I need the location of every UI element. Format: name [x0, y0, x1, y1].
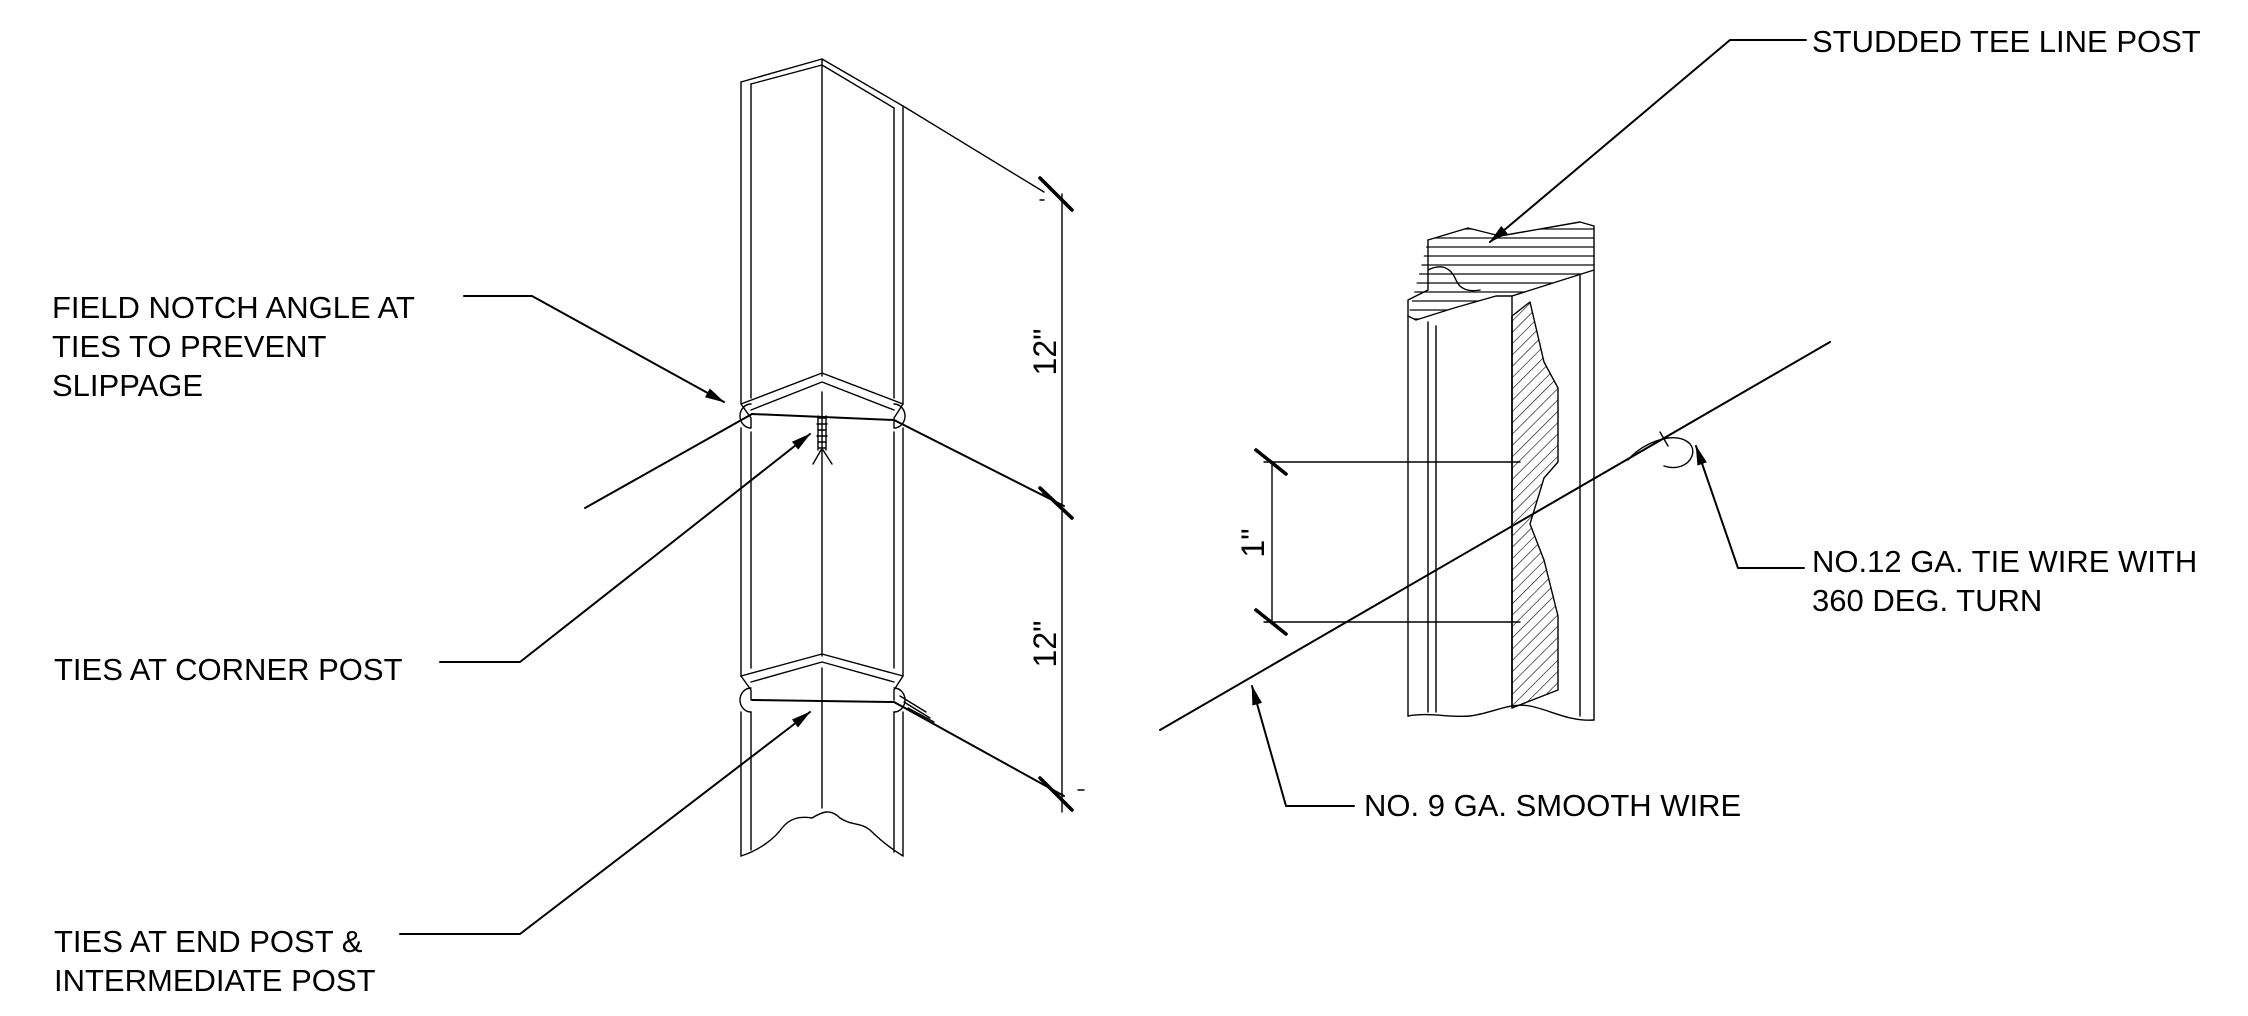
callout-ties-corner-line1: TIES AT CORNER POST — [54, 652, 403, 687]
callout-ties-end: TIES AT END POST & INTERMEDIATE POST — [54, 922, 376, 1000]
dimension-stud-spacing — [1254, 448, 1521, 636]
callout-studded-tee: STUDDED TEE LINE POST — [1812, 22, 2201, 61]
dimension-upper-12in: 12" — [1027, 329, 1063, 376]
callout-studded-tee-line1: STUDDED TEE LINE POST — [1812, 24, 2201, 59]
callout-tie-wire-line1: NO.12 GA. TIE WIRE WITH — [1812, 544, 2198, 579]
studded-tee-post — [1407, 221, 1595, 721]
twisted-tie-end — [899, 695, 935, 723]
dimension-1in: 1" — [1235, 528, 1271, 557]
callout-field-notch-line1: FIELD NOTCH ANGLE AT — [52, 290, 415, 325]
angle-corner-post — [739, 58, 906, 857]
tie-wires-corner — [584, 413, 1065, 797]
dimension-chain-left — [902, 105, 1085, 813]
callout-ties-corner: TIES AT CORNER POST — [54, 650, 403, 689]
callout-smooth-wire: NO. 9 GA. SMOOTH WIRE — [1364, 786, 1741, 825]
leaders-left — [399, 295, 811, 935]
callout-field-notch-line3: SLIPPAGE — [52, 368, 204, 403]
callout-ties-end-line2: INTERMEDIATE POST — [54, 963, 376, 998]
smooth-wire-right — [1159, 341, 1831, 731]
callout-field-notch-line2: TIES TO PREVENT — [52, 329, 327, 364]
twisted-tie-corner — [812, 415, 833, 465]
callout-tie-wire-line2: 360 DEG. TURN — [1812, 583, 2043, 618]
callout-ties-end-line1: TIES AT END POST & — [54, 924, 363, 959]
dimension-lower-12in: 12" — [1027, 621, 1063, 668]
callout-tie-wire: NO.12 GA. TIE WIRE WITH 360 DEG. TURN — [1812, 542, 2197, 620]
callout-field-notch: FIELD NOTCH ANGLE AT TIES TO PREVENT SLI… — [52, 288, 415, 405]
leaders-right — [1251, 39, 1807, 807]
tie-wire-loop — [1627, 431, 1694, 469]
callout-smooth-wire-line1: NO. 9 GA. SMOOTH WIRE — [1364, 788, 1742, 823]
